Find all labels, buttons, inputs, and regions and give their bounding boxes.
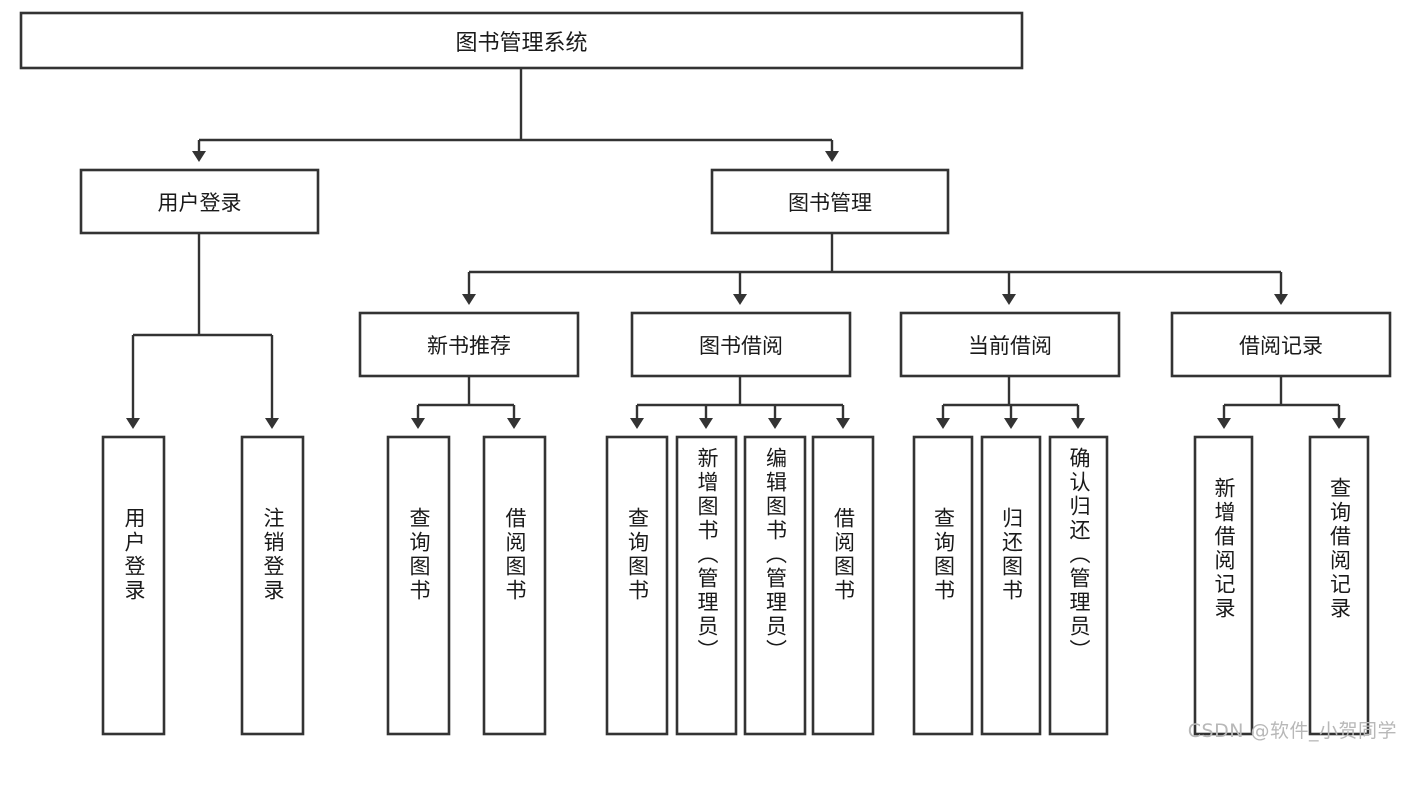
node-box-borrow-record[interactable] [1170,311,1392,378]
diagram-root: 图书管理系统 用户登录 图书管理 新书推荐 图书借阅 当前借阅 借阅记录 用户登… [19,11,1397,742]
connector-group [126,68,1346,429]
node-box-leaf-add-book[interactable] [675,435,738,736]
node-box-group [19,11,1392,736]
node-box-book-borrow[interactable] [630,311,852,378]
node-box-leaf-borrow-book-1[interactable] [482,435,547,736]
node-box-user-login[interactable] [79,168,320,235]
node-box-current-borrow[interactable] [899,311,1121,378]
node-box-leaf-query-book-2[interactable] [605,435,669,736]
node-box-book-management[interactable] [710,168,950,235]
diagram-canvas [19,11,1392,736]
node-box-leaf-borrow-book-2[interactable] [811,435,875,736]
node-box-leaf-edit-book[interactable] [743,435,807,736]
node-box-leaf-confirm-return[interactable] [1048,435,1109,736]
node-box-leaf-logout[interactable] [240,435,305,736]
node-box-leaf-add-record[interactable] [1193,435,1254,736]
node-box-new-book-recommend[interactable] [358,311,580,378]
node-box-root[interactable] [19,11,1024,70]
node-box-leaf-query-book-1[interactable] [386,435,451,736]
node-box-leaf-query-record[interactable] [1308,435,1370,736]
watermark: CSDN @软件_小贺同学 [1187,720,1397,742]
node-box-leaf-return-book[interactable] [980,435,1042,736]
node-box-leaf-query-book-3[interactable] [912,435,974,736]
node-box-leaf-user-login[interactable] [101,435,166,736]
